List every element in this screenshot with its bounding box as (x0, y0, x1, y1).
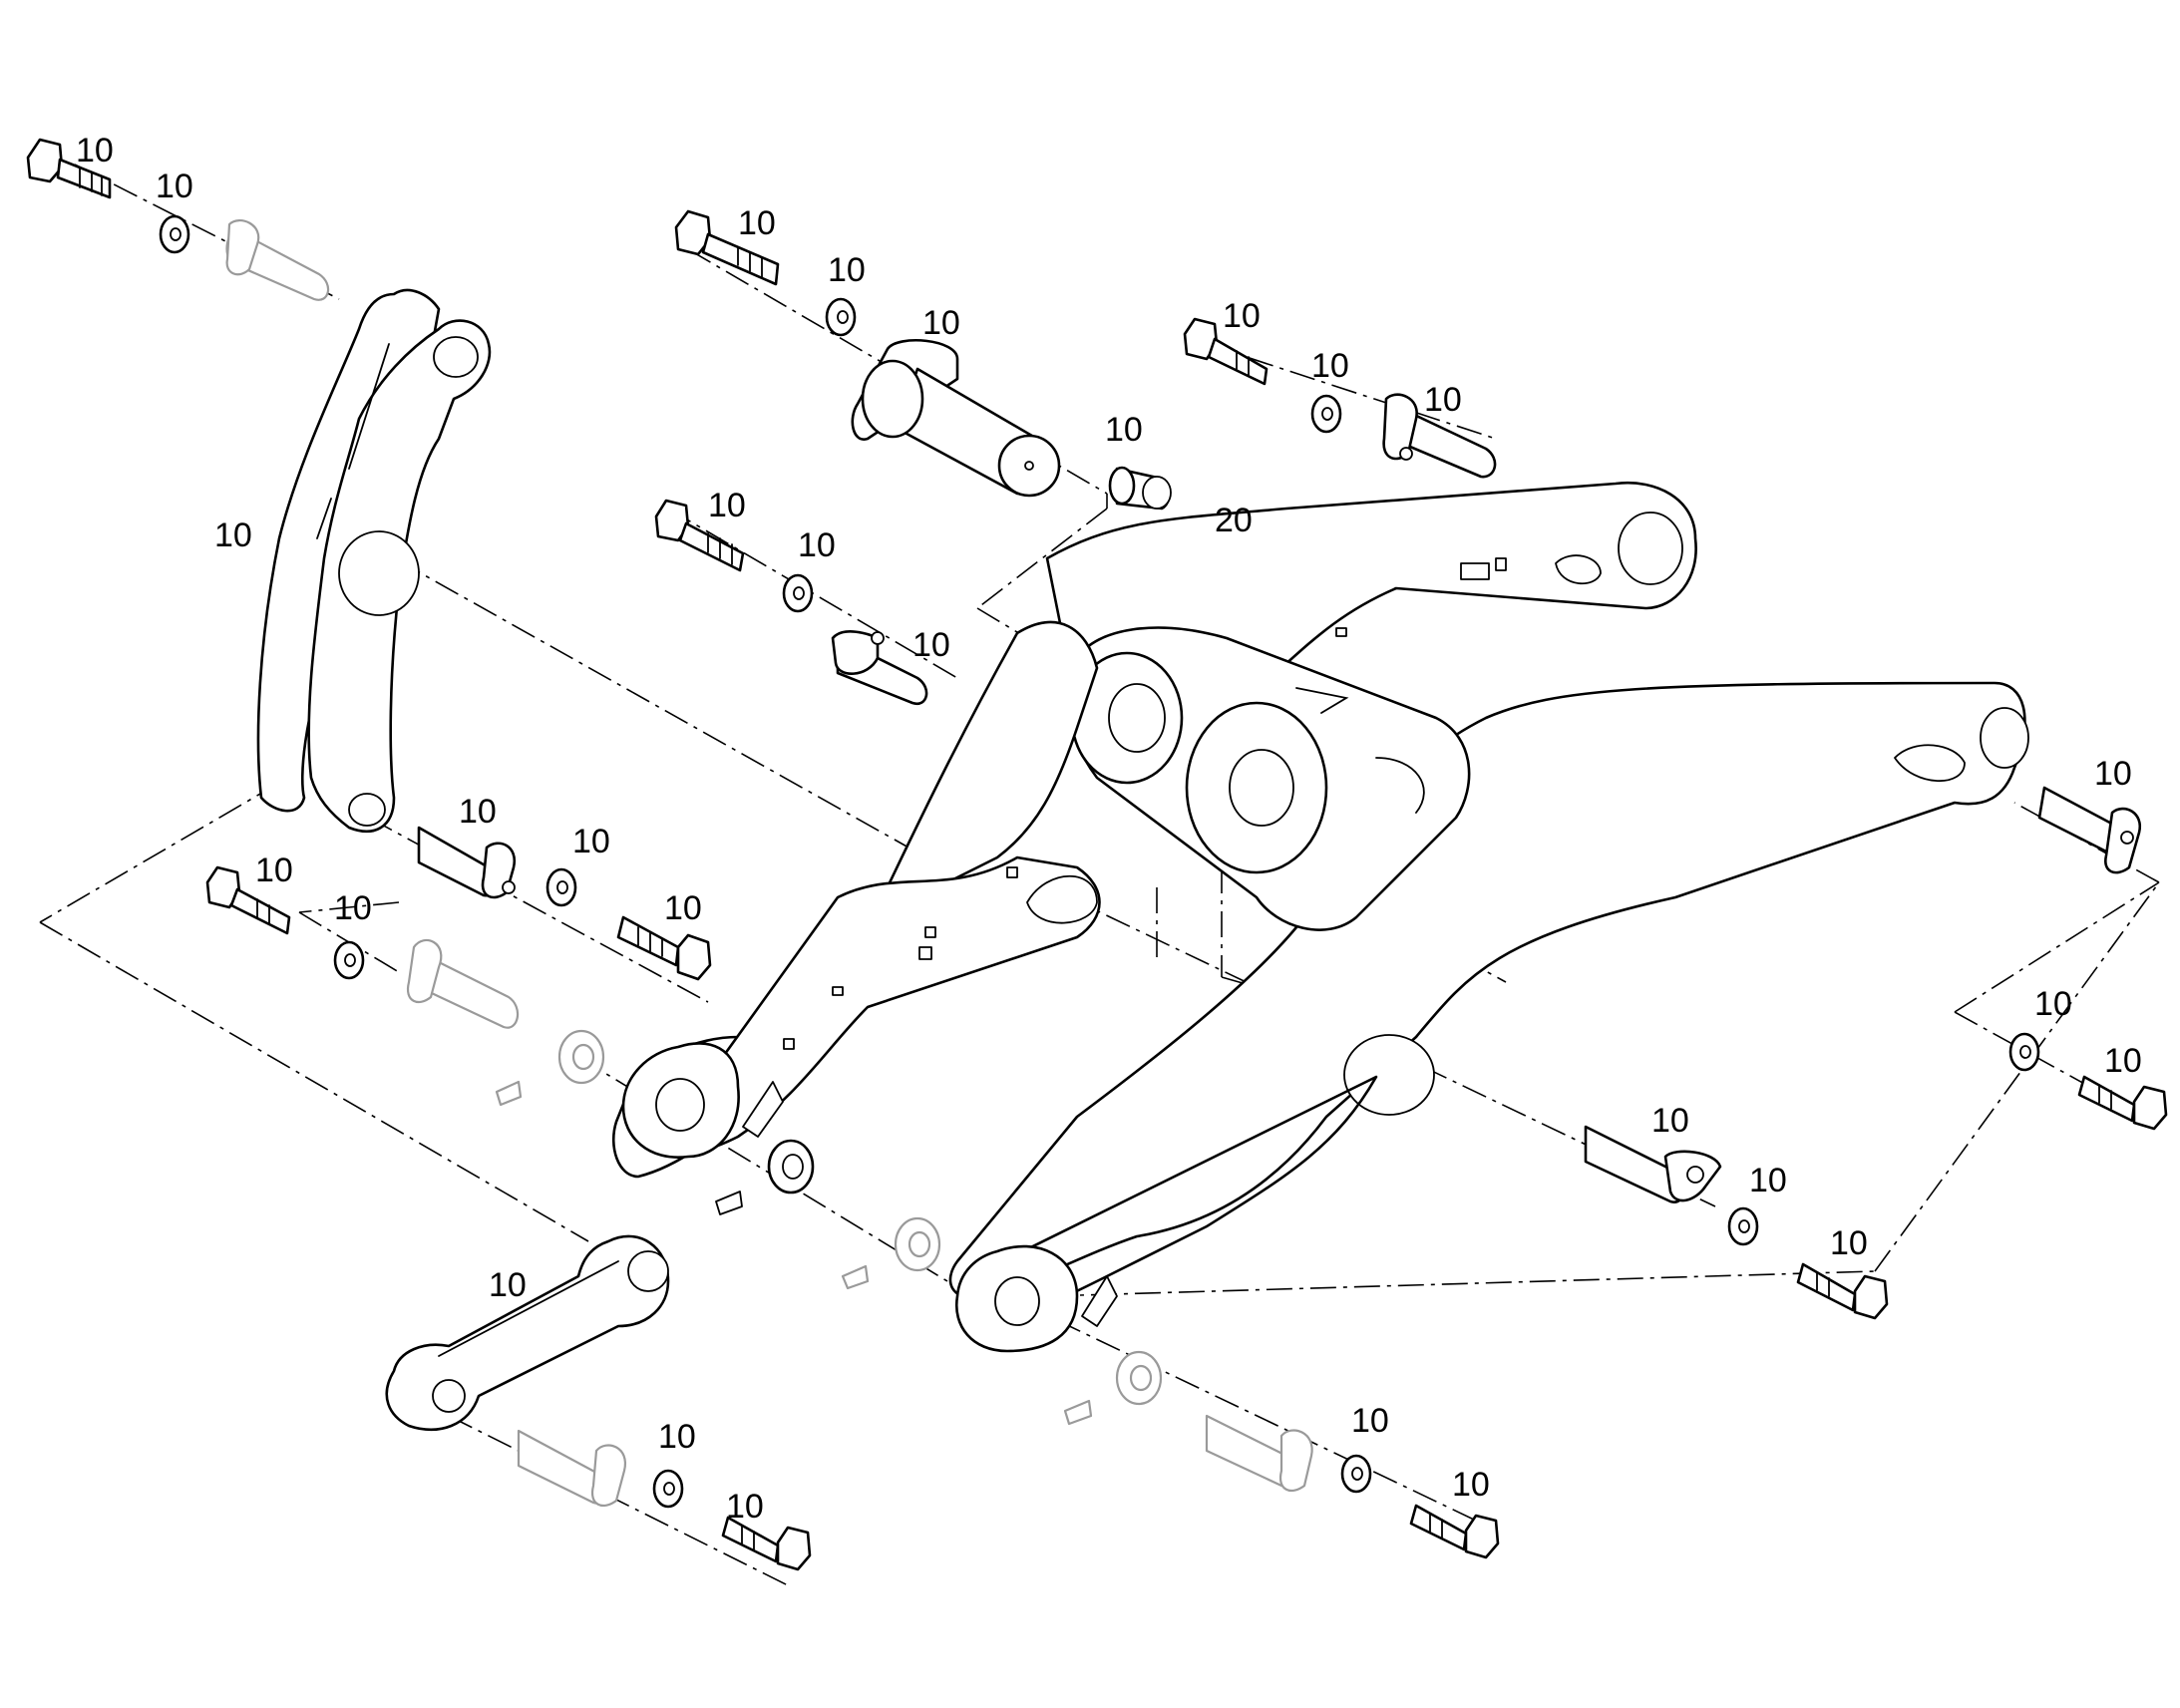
callout-label: 10 (76, 132, 114, 170)
callout-label: 10 (708, 487, 746, 524)
bolt-middle-lower-right (616, 915, 712, 981)
callout-label: 10 (738, 204, 776, 242)
bolts (26, 138, 2168, 1571)
pin-top-left-ghost (225, 218, 330, 301)
bolt-top-right (1183, 317, 1269, 386)
washer-top-right (1310, 394, 1342, 434)
callout-label: 10 (1830, 1224, 1868, 1262)
callout-label: 10 (1351, 1402, 1389, 1440)
washer-center-right (1727, 1206, 1759, 1246)
callout-label: 10 (156, 168, 193, 205)
pin-bottom-left-ghost (517, 1429, 627, 1508)
bolt-top-middle (674, 209, 780, 286)
pin-bottom-center-ghost (1205, 1414, 1313, 1493)
callout-label: 10 (664, 889, 702, 927)
pin-left-middle-ghost (406, 938, 520, 1029)
pin-middle-upper (831, 630, 928, 706)
callout-label: 10 (922, 304, 960, 342)
bolt-bottom-center (1409, 1504, 1500, 1559)
shim-center (894, 1216, 941, 1272)
grease-fitting-center (841, 1264, 870, 1290)
callout-label: 10 (1223, 297, 1261, 335)
washer-top-left (159, 214, 190, 254)
callout-label: 10 (1424, 381, 1462, 419)
bolt-middle-upper (654, 499, 745, 572)
pin-top-right (1382, 393, 1497, 479)
grease-fitting-left-upper (495, 1080, 523, 1107)
pin-right (2037, 786, 2142, 874)
shim-left-lower (767, 1139, 815, 1195)
pin-middle-lower (417, 826, 517, 899)
shim-lower-center (1115, 1350, 1163, 1406)
callout-label: 10 (1105, 411, 1143, 449)
grease-fitting-lower-center (1063, 1399, 1093, 1426)
washer-right (2008, 1032, 2040, 1072)
bolt-bottom-left (721, 1516, 812, 1571)
callout-labels: 10 10 10 10 10 10 10 10 10 20 10 10 10 1… (76, 132, 2142, 1526)
callout-label: 10 (572, 823, 610, 860)
callout-label: 20 (1215, 502, 1253, 539)
bolt-left-middle (205, 865, 291, 935)
washer-middle-upper (782, 573, 814, 613)
boom-assembly (611, 481, 2029, 1353)
callout-label: 10 (459, 793, 497, 831)
washer-middle-lower (545, 867, 577, 907)
callout-label: 10 (489, 1266, 527, 1304)
shim-left-upper-ghost (557, 1029, 605, 1085)
washer-top-middle (825, 297, 857, 337)
callout-label: 10 (214, 516, 252, 554)
tilt-lever-link (256, 288, 492, 834)
callout-label: 10 (2094, 755, 2132, 793)
callout-label: 10 (2104, 1042, 2142, 1080)
bolt-right (2077, 1075, 2168, 1131)
callout-label: 10 (255, 852, 293, 889)
bolt-top-left (26, 138, 112, 199)
pin-top-middle-large (851, 338, 1061, 498)
bolt-center-right (1796, 1262, 1889, 1320)
washer-left-middle (333, 940, 365, 980)
callout-label: 10 (2034, 985, 2072, 1023)
bushing-top-middle (1108, 466, 1172, 511)
callout-label: 10 (1452, 1466, 1490, 1504)
washer-bottom-left (652, 1469, 684, 1509)
lower-link (385, 1234, 670, 1431)
callout-label: 10 (658, 1418, 696, 1456)
pin-center-right (1584, 1125, 1722, 1203)
grease-fitting-left-lower (715, 1191, 743, 1215)
washer-bottom-center (1340, 1454, 1372, 1494)
callout-label: 10 (334, 889, 372, 927)
callout-label: 10 (726, 1488, 764, 1526)
callout-label: 10 (1749, 1162, 1787, 1199)
callout-label: 10 (1311, 347, 1349, 385)
callout-label: 10 (912, 626, 950, 664)
callout-label: 10 (798, 526, 836, 564)
callout-label: 10 (828, 251, 866, 289)
callout-label: 10 (1651, 1102, 1689, 1140)
